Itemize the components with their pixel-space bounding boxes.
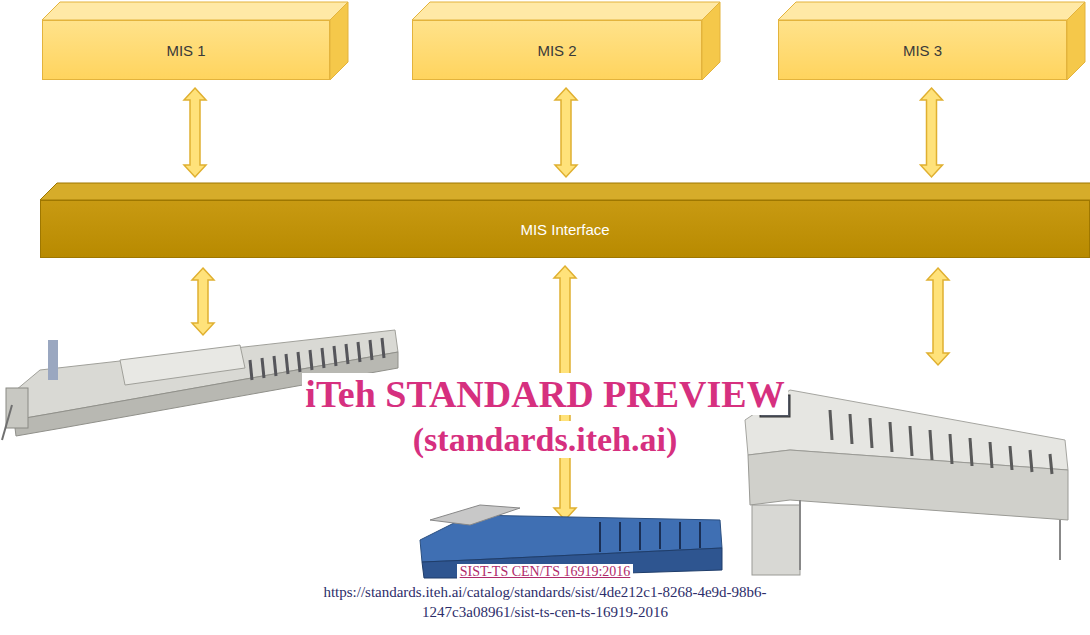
catalog-url: 1247c3a08961/sist-ts-cen-ts-16919-2016 <box>419 604 671 620</box>
watermark-site: (standards.iteh.ai) <box>410 421 680 458</box>
mis-box: MIS 1 <box>42 20 330 80</box>
double-arrow <box>555 88 577 177</box>
box-3d-faces <box>40 2 1090 258</box>
box-top-face <box>42 2 348 20</box>
watermark-title: iTeh STANDARD PREVIEW <box>302 373 787 415</box>
box-side-face <box>1067 2 1085 80</box>
catalog-url: https://standards.iteh.ai/catalog/standa… <box>320 584 769 600</box>
box-side-face <box>702 2 720 80</box>
double-arrow <box>184 88 206 177</box>
double-arrow <box>921 88 943 177</box>
box-label: MIS 2 <box>537 42 576 59</box>
box-label: MIS 3 <box>903 42 942 59</box>
box-top-face <box>778 2 1085 20</box>
box-top-face <box>412 2 720 20</box>
sorter-machine-right <box>745 390 1068 575</box>
down-arrow <box>927 268 949 365</box>
box-label: MIS 1 <box>166 42 205 59</box>
down-arrow <box>192 268 214 335</box>
box-side-face <box>330 2 348 80</box>
mis-box: MIS 3 <box>778 20 1067 80</box>
interface-band: MIS Interface <box>40 200 1090 258</box>
standard-number: SIST-TS CEN/TS 16919:2016 <box>457 564 634 579</box>
sorter-machine-middle <box>420 505 722 578</box>
mis-box: MIS 2 <box>412 20 702 80</box>
box-label: MIS Interface <box>520 221 609 238</box>
box-top-face <box>40 183 1090 200</box>
